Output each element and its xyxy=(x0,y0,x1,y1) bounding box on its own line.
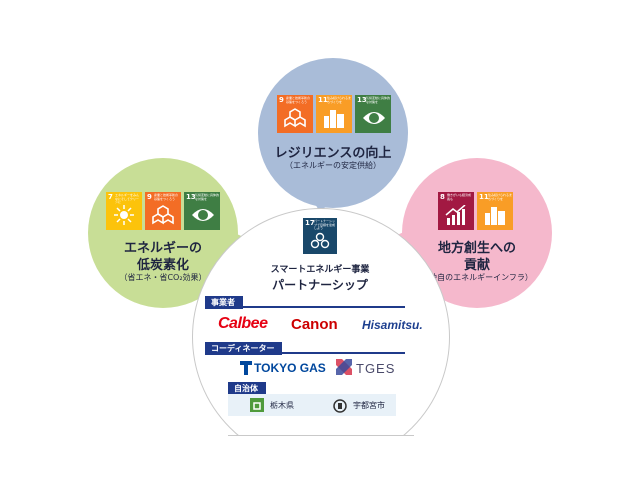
circle-bottom-edge xyxy=(228,435,414,436)
sdg-11-icon: 11 住み続けられるまちづくりを xyxy=(316,95,352,133)
partnership-title-line2: パートナーシップ xyxy=(272,278,368,292)
sun-icon xyxy=(114,205,134,225)
decarbon-subtitle: （省エネ・省CO₂効果） xyxy=(119,273,207,282)
decarbon-sdg-icons: 7 エネルギーをみんなにそしてクリーンに 9 産業と技術革新の基盤をつくろう 1… xyxy=(106,192,220,230)
tokyogas-logo-mark-icon xyxy=(240,360,252,375)
resilience-subtitle: （エネルギーの安定供給） xyxy=(285,161,381,170)
municipalities-label: 自治体 xyxy=(228,382,266,395)
cubes-icon xyxy=(284,108,306,128)
resilience-sdg-icons: 9 産業と技術革新の基盤をつくろう 11 住み続けられるまちづくりを 13 気候… xyxy=(277,95,391,133)
circle-bottom-mask xyxy=(180,436,470,480)
coordinators-divider xyxy=(205,352,405,354)
regional-title-line1: 地方創生への xyxy=(437,241,516,256)
sdg-11-icon: 11 住み続けられるまちづくりを xyxy=(477,192,513,230)
sdg-17-icon: 17 パートナーシップで目標を達成しよう xyxy=(303,218,337,254)
operators-label: 事業者 xyxy=(205,296,243,309)
regional-subtitle: （独自のエネルギーインフラ） xyxy=(421,273,533,282)
cubes-icon xyxy=(152,205,174,225)
sdg-9-icon: 9 産業と技術革新の基盤をつくろう xyxy=(145,192,181,230)
sdg-13-icon: 13 気候変動に具体的な対策を xyxy=(355,95,391,133)
eye-globe-icon xyxy=(192,209,214,221)
sdg-7-icon: 7 エネルギーをみんなにそしてクリーンに xyxy=(106,192,142,230)
regional-title-line2: 貢献 xyxy=(463,258,490,273)
eye-globe-icon xyxy=(363,112,385,124)
tges-logo: TGES xyxy=(356,361,396,376)
partnership-title-line1: スマートエネルギー事業 xyxy=(270,265,370,275)
growth-chart-icon xyxy=(445,205,466,225)
decarbon-title-line2: 低炭素化 xyxy=(136,258,189,273)
regional-sdg-icons: 8 働きがいも経済成長も 11 住み続けられるまちづくりを xyxy=(438,192,513,230)
municipalities-panel xyxy=(228,394,396,416)
sdg-9-icon: 9 産業と技術革新の基盤をつくろう xyxy=(277,95,313,133)
operators-divider xyxy=(205,306,405,308)
tochigi-emblem-icon xyxy=(250,398,264,412)
hisamitsu-logo: Hisamitsu. xyxy=(362,318,423,332)
canon-logo: Canon xyxy=(291,316,338,333)
tges-logo-mark-icon xyxy=(336,359,352,375)
city-icon xyxy=(324,110,344,128)
city-icon xyxy=(485,207,505,225)
sdg-13-icon: 13 気候変動に具体的な対策を xyxy=(184,192,220,230)
resilience-bubble xyxy=(258,58,408,208)
partnership-icon xyxy=(310,232,330,249)
utsunomiya-label: 宇都宮市 xyxy=(353,401,385,410)
tokyogas-logo: TOKYO GAS xyxy=(254,361,326,375)
resilience-title: レジリエンスの向上 xyxy=(274,146,392,161)
decarbon-title-line1: エネルギーの xyxy=(123,241,202,256)
coordinators-label: コーディネーター xyxy=(205,342,283,355)
utsunomiya-emblem-icon xyxy=(333,398,347,413)
calbee-logo: Calbee xyxy=(218,315,268,332)
sdg-8-icon: 8 働きがいも経済成長も xyxy=(438,192,474,230)
tochigi-label: 栃木県 xyxy=(270,401,294,410)
